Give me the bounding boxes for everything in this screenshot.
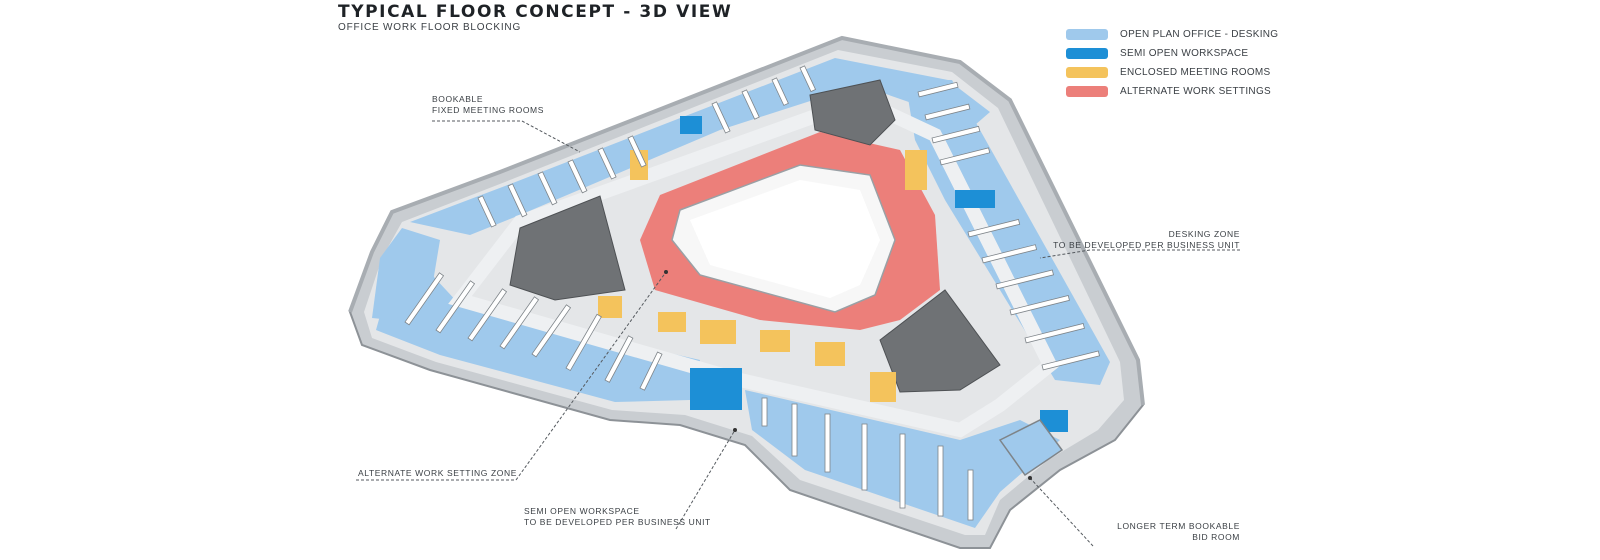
desk-row xyxy=(1024,322,1085,344)
desk-row xyxy=(499,296,540,350)
desk-row xyxy=(1009,294,1070,316)
callout-line: TO BE DEVELOPED PER BUSINESS UNIT xyxy=(524,517,711,527)
callout-line: BID ROOM xyxy=(1192,532,1240,542)
legend-item-enclosed: ENCLOSED MEETING ROOMS xyxy=(1066,63,1278,81)
legend-label: ENCLOSED MEETING ROOMS xyxy=(1120,66,1271,78)
desk-row xyxy=(995,269,1054,290)
atrium-floor-below xyxy=(690,180,880,298)
open-plan-zone-top xyxy=(410,58,990,235)
desk-rows-southwest xyxy=(404,272,663,391)
semi-open-workspace xyxy=(690,368,742,410)
callout-line: LONGER TERM BOOKABLE xyxy=(1117,521,1240,531)
desk-row xyxy=(604,335,634,383)
legend-item-semi-open: SEMI OPEN WORKSPACE xyxy=(1066,44,1278,62)
service-core-west xyxy=(509,195,626,301)
meeting-room xyxy=(760,330,790,352)
desk-row xyxy=(899,433,906,509)
legend-label: ALTERNATE WORK SETTINGS xyxy=(1120,85,1271,97)
leader-dot xyxy=(1028,476,1032,480)
legend: OPEN PLAN OFFICE - DESKING SEMI OPEN WOR… xyxy=(1066,25,1278,101)
open-plan-zone-bottom-left xyxy=(376,262,700,402)
legend-item-open-plan: OPEN PLAN OFFICE - DESKING xyxy=(1066,25,1278,43)
page-subtitle: OFFICE WORK FLOOR BLOCKING xyxy=(338,22,522,33)
desk-rows-east xyxy=(917,81,1100,371)
desk-row xyxy=(627,135,647,168)
desk-row xyxy=(404,272,445,326)
desk-row xyxy=(981,244,1038,264)
callout-line: TO BE DEVELOPED PER BUSINESS UNIT xyxy=(1053,240,1240,250)
semi-open-workspace xyxy=(1040,410,1068,432)
desk-row xyxy=(771,77,789,106)
callout-dots xyxy=(664,270,1032,480)
leader-dot xyxy=(733,428,737,432)
desk-row xyxy=(917,81,959,98)
legend-swatch-enclosed xyxy=(1066,66,1108,78)
desk-row xyxy=(799,65,817,93)
meeting-room xyxy=(815,342,845,366)
desk-row xyxy=(861,423,868,491)
desk-row xyxy=(565,313,602,372)
desk-row xyxy=(639,351,663,391)
meeting-room xyxy=(700,320,736,344)
leader-desking-zone xyxy=(1039,249,1240,259)
callout-semi-open-workspace: SEMI OPEN WORKSPACE TO BE DEVELOPED PER … xyxy=(524,506,711,528)
callout-desking-zone: DESKING ZONE TO BE DEVELOPED PER BUSINES… xyxy=(1040,229,1240,251)
legend-label: SEMI OPEN WORKSPACE xyxy=(1120,47,1249,59)
facade-glazing xyxy=(348,35,1145,406)
legend-swatch-open-plan xyxy=(1066,28,1108,40)
callout-line: FIXED MEETING ROOMS xyxy=(432,105,544,115)
desk-row xyxy=(567,159,588,194)
page-title: TYPICAL FLOOR CONCEPT - 3D VIEW xyxy=(338,2,733,22)
desk-row xyxy=(967,218,1021,238)
desk-row xyxy=(924,103,971,121)
desk-row xyxy=(937,445,944,517)
desk-row xyxy=(531,304,572,358)
legend-label: OPEN PLAN OFFICE - DESKING xyxy=(1120,28,1279,40)
desk-row xyxy=(967,469,974,521)
meeting-room xyxy=(598,296,622,318)
callout-leaders xyxy=(356,120,1240,547)
desk-rows-south xyxy=(761,397,974,521)
leader-bookable-meeting-rooms xyxy=(432,120,581,153)
leader-dot xyxy=(664,270,668,274)
callout-alternate-work-zone: ALTERNATE WORK SETTING ZONE xyxy=(358,468,517,479)
legend-item-alternate: ALTERNATE WORK SETTINGS xyxy=(1066,82,1278,100)
service-core-south xyxy=(879,289,1001,393)
desk-row xyxy=(931,125,981,144)
leader-semi-open-workspace xyxy=(675,429,736,530)
legend-swatch-semi-open xyxy=(1066,47,1108,59)
legend-swatch-alternate xyxy=(1066,85,1108,97)
desk-row xyxy=(477,195,497,228)
leader-bid-room xyxy=(1029,477,1094,547)
desk-rows-north xyxy=(477,65,817,228)
bid-room xyxy=(998,419,1064,477)
desk-row xyxy=(791,403,798,457)
desk-row xyxy=(597,147,617,180)
callout-bid-room: LONGER TERM BOOKABLE BID ROOM xyxy=(1090,521,1240,543)
desk-row xyxy=(537,171,558,206)
desk-row xyxy=(507,183,528,218)
desk-row xyxy=(761,397,768,427)
desk-row xyxy=(467,288,508,342)
desk-row xyxy=(1041,350,1100,371)
desk-row xyxy=(711,101,731,134)
callout-line: ALTERNATE WORK SETTING ZONE xyxy=(358,468,517,478)
desk-row xyxy=(939,147,991,166)
desk-row xyxy=(824,413,831,473)
meeting-room xyxy=(905,150,927,190)
callout-line: BOOKABLE xyxy=(432,94,484,104)
desk-row xyxy=(741,89,760,120)
service-core-north xyxy=(809,79,896,146)
meeting-room xyxy=(870,372,896,402)
meeting-room xyxy=(658,312,686,332)
desk-row xyxy=(435,280,476,334)
semi-open-workspace xyxy=(680,116,702,134)
leader-alternate-work-zone xyxy=(356,271,667,481)
meeting-room xyxy=(630,150,648,180)
callout-line: SEMI OPEN WORKSPACE xyxy=(524,506,640,516)
semi-open-workspace xyxy=(955,190,995,208)
callout-line: DESKING ZONE xyxy=(1168,229,1240,239)
callout-bookable-meeting-rooms: BOOKABLE FIXED MEETING ROOMS xyxy=(432,94,544,116)
